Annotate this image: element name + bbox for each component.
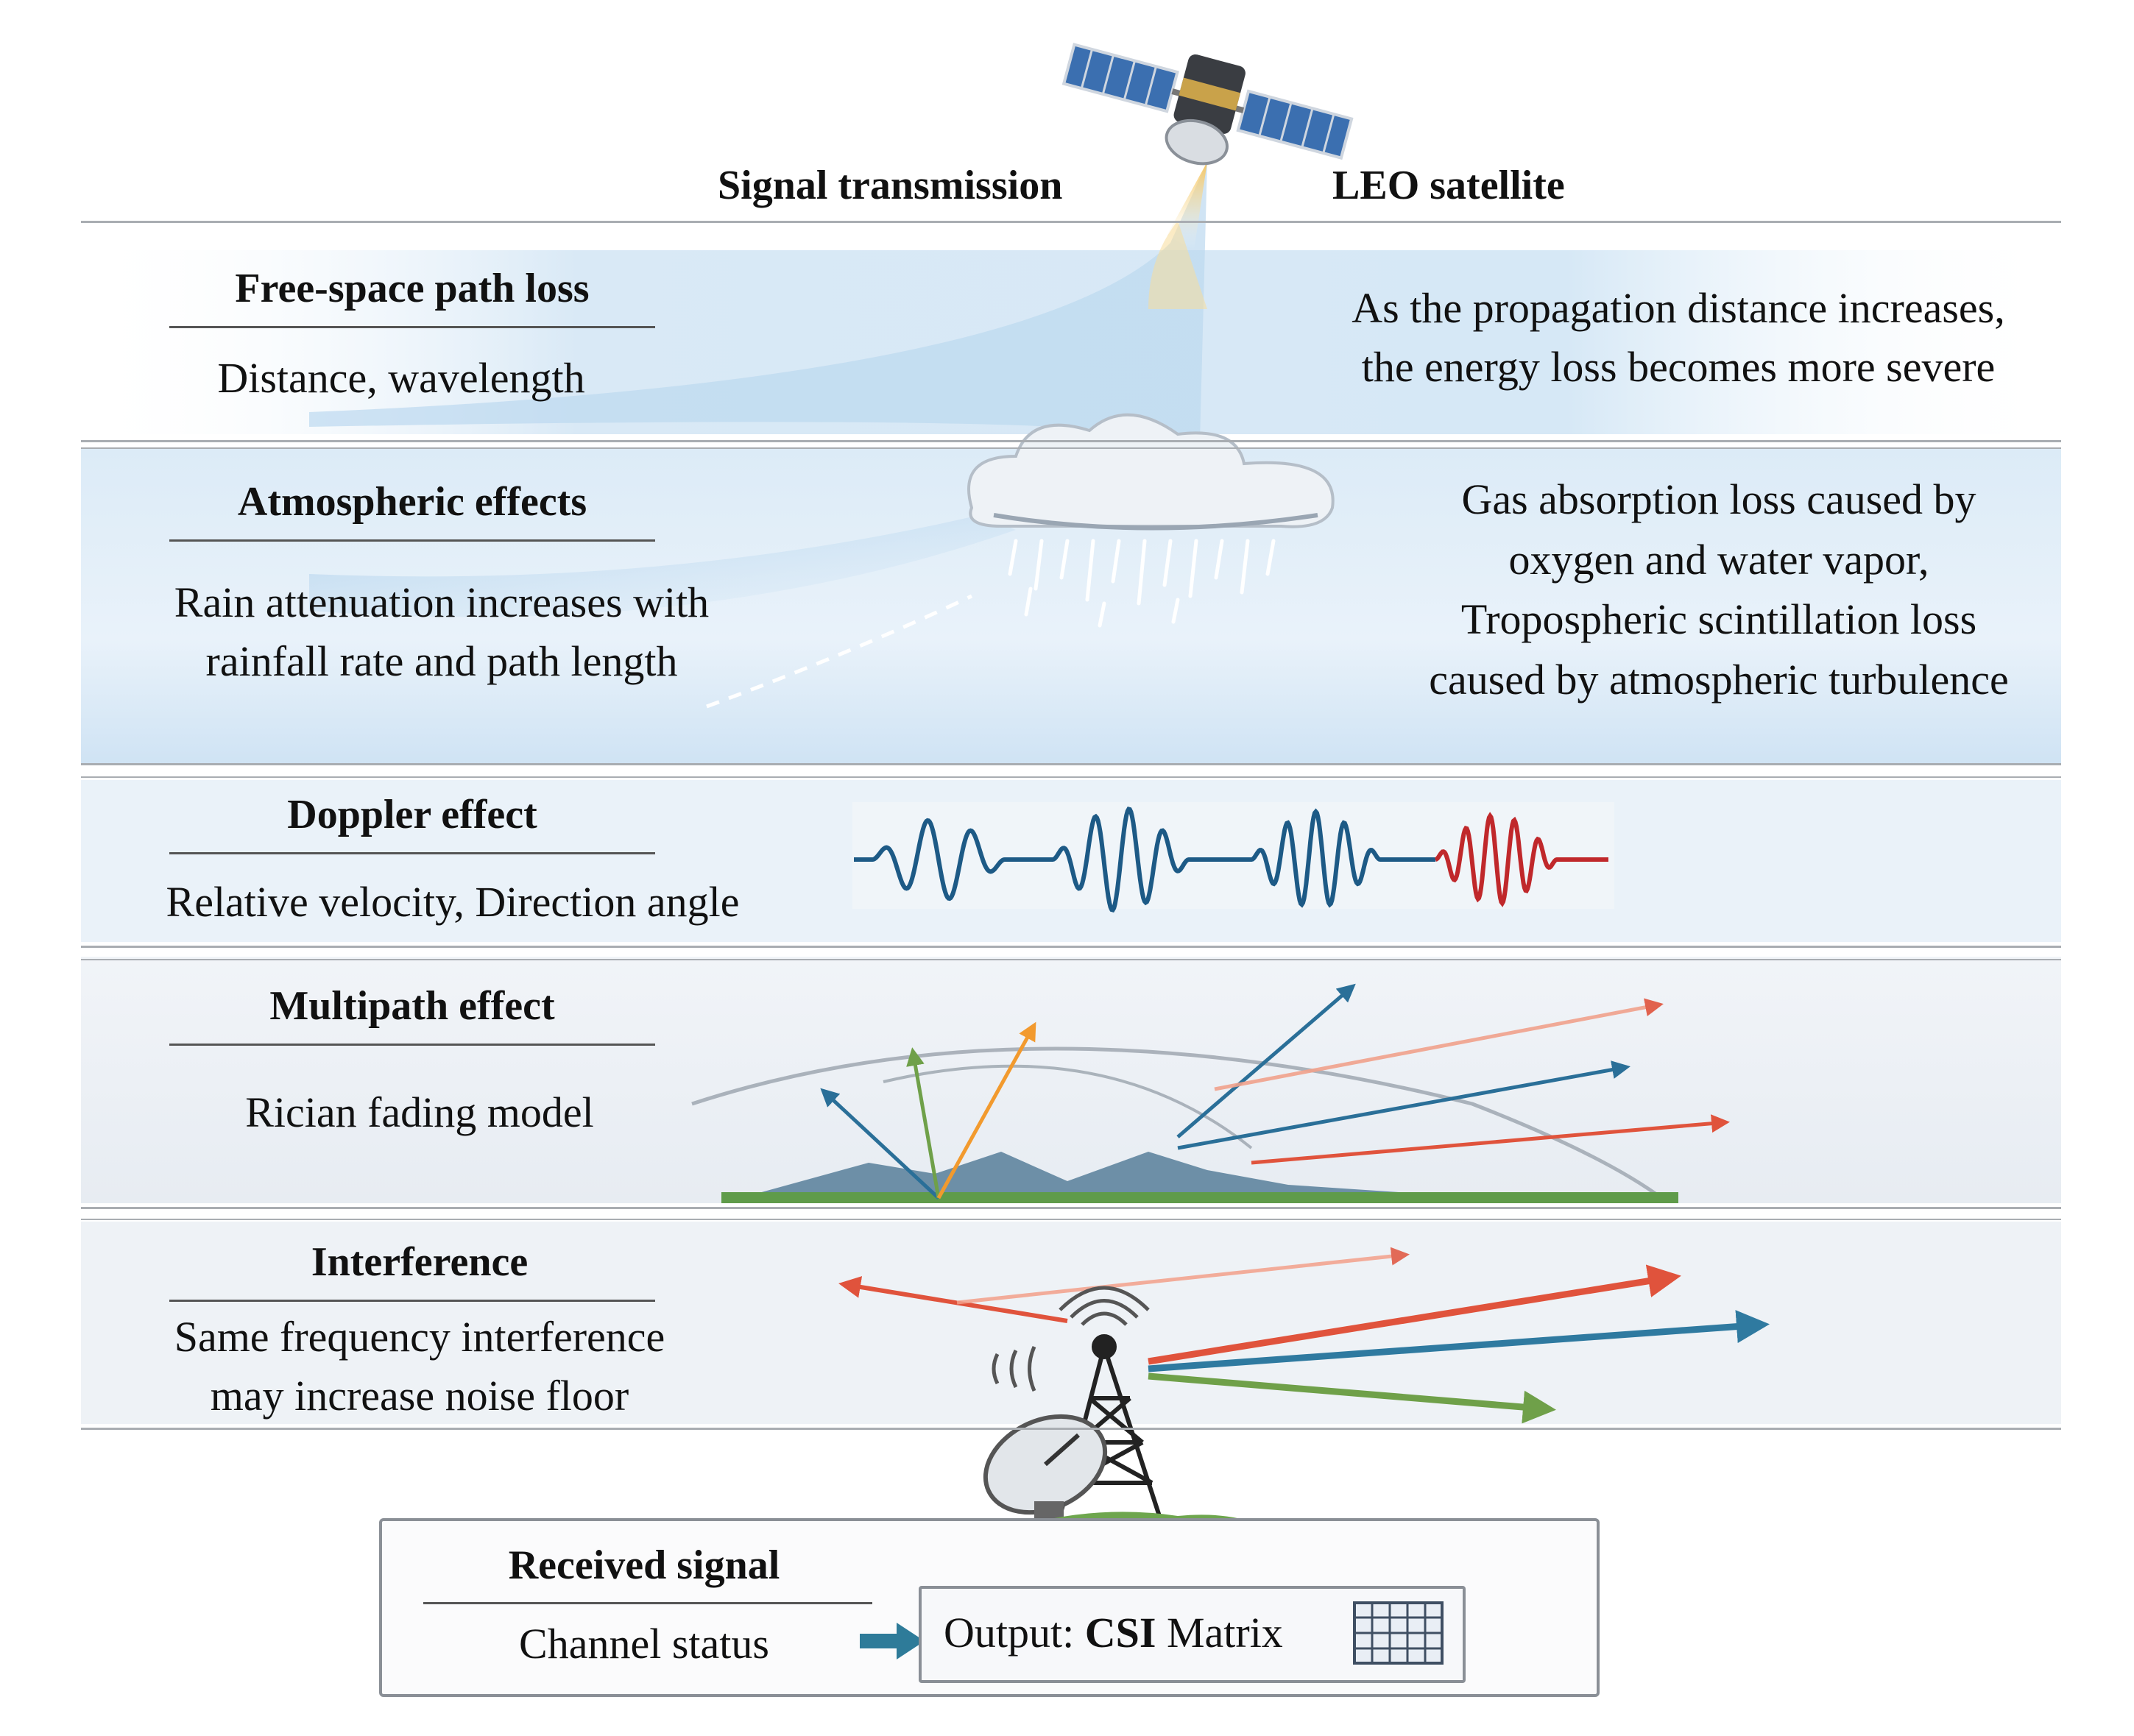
leo-satellite-label: LEO satellite [1332, 163, 1565, 208]
multipath-underline [169, 1044, 655, 1046]
output-suffix: Matrix [1156, 1609, 1283, 1657]
interference-factors-1: Same frequency interference [174, 1313, 665, 1361]
output-csi: CSI [1084, 1609, 1156, 1657]
atmospheric-underline [169, 539, 655, 542]
received-signal-heading: Received signal [508, 1542, 780, 1588]
rule-5 [81, 1428, 2061, 1430]
atmosphere-beam [309, 515, 1016, 617]
band-interference [81, 1222, 2061, 1424]
satellite-icon [1061, 43, 1354, 166]
atmospheric-desc-1: Gas absorption loss caused by [1461, 475, 1976, 523]
rain-icon [1008, 539, 1276, 628]
doppler-factors: Relative velocity, Direction angle [166, 878, 740, 926]
multipath-scene [691, 983, 1730, 1203]
atmospheric-factors-1: Rain attenuation increases with [174, 578, 710, 626]
received-signal-underline [423, 1602, 872, 1604]
atmospheric-heading: Atmospheric effects [237, 479, 587, 525]
atmospheric-factors-2: rainfall rate and path length [205, 637, 678, 685]
atmospheric-desc-4: caused by atmospheric turbulence [1429, 656, 2009, 704]
atmospheric-desc-2: oxygen and water vapor, [1508, 536, 1929, 584]
rule-top [81, 221, 2061, 223]
atmospheric-desc-3: Tropospheric scintillation loss [1460, 595, 1977, 643]
interference-factors-2: may increase noise floor [210, 1372, 629, 1420]
rule-1 [81, 440, 2061, 442]
doppler-waveform [852, 802, 1614, 913]
matrix-grid-icon [1353, 1601, 1444, 1665]
band-multipath [81, 957, 2061, 1203]
satellite-dish-icon [983, 1414, 1108, 1531]
rule-3 [81, 946, 2061, 948]
rule-2b [81, 776, 2061, 778]
signal-beam-spread [309, 162, 1207, 442]
cloud-icon [967, 413, 1335, 531]
interference-arrows [838, 1247, 1770, 1424]
free-space-underline [169, 326, 655, 328]
interference-heading: Interference [311, 1239, 529, 1285]
rule-3b [81, 959, 2061, 960]
signal-beam-glow [1148, 221, 1207, 309]
free-space-heading: Free-space path loss [235, 266, 590, 311]
rule-4b [81, 1219, 2061, 1220]
interference-underline [169, 1300, 655, 1302]
channel-status-label: Channel status [519, 1620, 769, 1668]
multipath-factors: Rician fading model [245, 1088, 594, 1136]
dashed-path [706, 594, 973, 709]
csi-output-box: Output: CSI Matrix [919, 1586, 1466, 1683]
doppler-underline [169, 852, 655, 854]
free-space-desc-1: As the propagation distance increases, [1352, 284, 2005, 332]
output-prefix: Output: [944, 1609, 1085, 1657]
signal-transmission-label: Signal transmission [718, 163, 1063, 208]
mountain-icon [721, 1152, 1399, 1203]
doppler-heading: Doppler effect [287, 792, 537, 837]
free-space-desc-2: the energy loss becomes more severe [1361, 343, 1996, 391]
free-space-factors: Distance, wavelength [217, 354, 585, 402]
multipath-heading: Multipath effect [269, 983, 555, 1029]
rule-4 [81, 1207, 2061, 1209]
arrow-right-icon [860, 1623, 925, 1659]
csi-output-text: Output: CSI Matrix [944, 1608, 1283, 1657]
rule-2 [81, 763, 2061, 765]
rule-1b [81, 447, 2061, 449]
